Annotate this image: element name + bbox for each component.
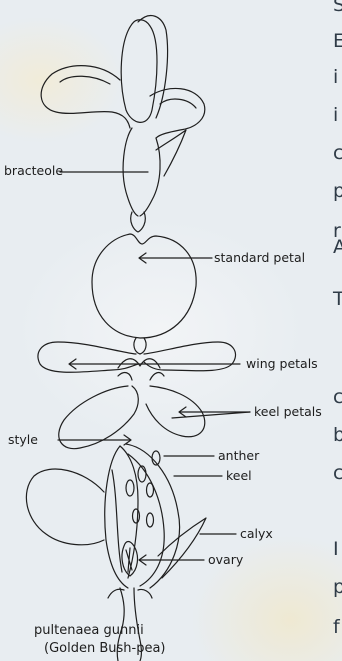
- bracteole-shape: [123, 128, 186, 232]
- side-char: I: [333, 540, 339, 559]
- side-char: f: [333, 618, 340, 637]
- caption-species: pultenaea gunnii: [34, 623, 144, 638]
- side-char: c: [333, 144, 342, 163]
- side-char: S: [333, 0, 342, 15]
- keel-petals-label: keel petals: [254, 404, 322, 419]
- top-bud-petals: [41, 16, 205, 138]
- side-char: p: [333, 578, 342, 597]
- caption-common-name: (Golden Bush-pea): [44, 641, 165, 656]
- side-char: c: [333, 464, 342, 483]
- ovary-label: ovary: [208, 552, 244, 567]
- keel-label: keel: [226, 468, 252, 483]
- standard-petal-label: standard petal: [214, 250, 305, 265]
- keel-petals-shape: [59, 373, 205, 449]
- wing-petals-label: wing petals: [246, 356, 318, 371]
- side-char: i: [333, 68, 338, 87]
- side-char: p: [333, 182, 342, 201]
- calyx-label: calyx: [240, 526, 273, 541]
- side-char: E: [333, 32, 342, 51]
- style-label: style: [8, 432, 38, 447]
- side-char: b: [333, 426, 342, 445]
- anther-label: anther: [218, 448, 260, 463]
- side-char: A: [333, 238, 342, 257]
- wing-petals-shape: [38, 342, 236, 372]
- side-char: T: [333, 290, 342, 309]
- side-char: c: [333, 388, 342, 407]
- standard-petal-shape: [92, 234, 196, 338]
- bracteole-label: bracteole: [4, 163, 63, 178]
- side-char: i: [333, 106, 338, 125]
